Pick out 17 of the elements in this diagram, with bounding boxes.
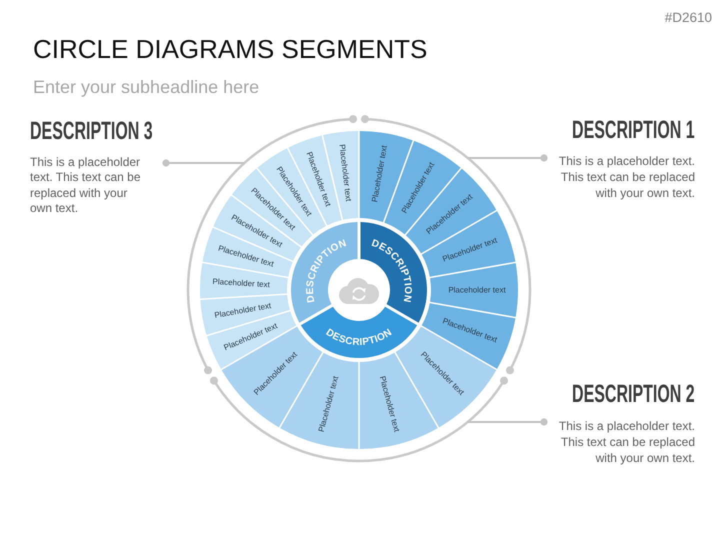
segment-label: Placeholder text — [338, 144, 354, 202]
section-heading: DESCRIPTION 3 — [30, 118, 153, 144]
segment-label: Placeholder text — [214, 301, 272, 320]
subtitle: Enter your subheadline here — [33, 78, 260, 96]
reference-code: #D2610 — [664, 11, 712, 24]
section-label: DESCRIPTION — [324, 327, 394, 348]
leader-line — [162, 159, 244, 167]
leader-line — [468, 418, 548, 426]
title: CIRCLE DIAGRAMS SEGMENTS — [33, 36, 428, 62]
section-heading: DESCRIPTION 1 — [572, 118, 695, 143]
segment-label: Placeholder text — [448, 286, 506, 294]
segment-label: Placeholder text — [212, 276, 270, 290]
section-heading: DESCRIPTION 2 — [572, 382, 695, 406]
description-text: This is a placeholder text. This text can be replaced with your own text. — [558, 418, 695, 466]
description-text: This is a placeholder text. This text can be replaced with your own text. — [30, 154, 142, 216]
segment-label: Placeholder text — [370, 144, 389, 203]
description-text: This is a placeholder text. This text can be replaced with your own text. — [558, 153, 695, 201]
